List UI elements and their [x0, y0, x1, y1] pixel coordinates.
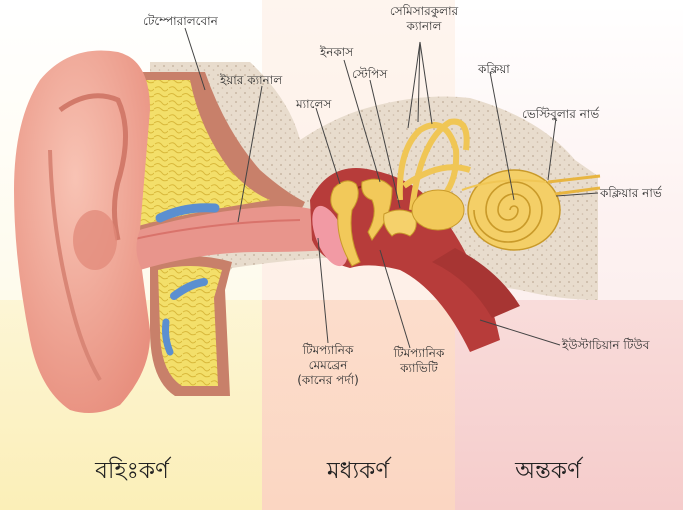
- tympanic-cavity-line-1: টিমপ্যানিক: [376, 346, 462, 361]
- semicircular-line-2: ক্যানাল: [374, 19, 474, 34]
- eustachian-tube-label: ইউস্টাচিয়ান টিউব: [562, 338, 649, 353]
- middle-ear-title: মধ্যকর্ণ: [258, 452, 458, 491]
- temporal-bone-label: টেম্পোরালবোন: [143, 14, 218, 29]
- tympanic-membrane-label: টিমপ্যানিক মেমব্রেন (কানের পর্দা): [280, 343, 376, 388]
- inner-ear-title: অন্তকর্ণ: [448, 452, 648, 491]
- tympanic-cavity-line-2: ক্যাভিটি: [376, 361, 462, 376]
- vestibule: [412, 190, 464, 230]
- malleus-label: ম্যালেস: [296, 97, 331, 112]
- ear-canal-label: ইয়ার ক্যানাল: [220, 73, 282, 88]
- tympanic-membrane-line-2: মেমব্রেন: [280, 358, 376, 373]
- tympanic-membrane-line-1: টিমপ্যানিক: [280, 343, 376, 358]
- tympanic-cavity-label: টিমপ্যানিক ক্যাভিটি: [376, 346, 462, 376]
- cochlear-nerve-label: কক্লিয়ার নার্ভ: [600, 186, 662, 201]
- cochlea: [468, 170, 560, 250]
- semicircular-canal-label: সেমিসারকুলার ক্যানাল: [374, 4, 474, 34]
- tympanic-membrane-line-3: (কানের পর্দা): [280, 373, 376, 388]
- vestibular-nerve-label: ভেস্টিবুলার নার্ভ: [522, 107, 599, 122]
- semicircular-line-1: সেমিসারকুলার: [374, 4, 474, 19]
- incus-label: ইনকাস: [320, 45, 353, 60]
- stapes: [384, 210, 417, 236]
- outer-ear-title: বহিঃকর্ণ: [32, 452, 232, 491]
- stapes-label: স্টেপিস: [352, 67, 387, 82]
- cochlea-label: কক্লিয়া: [478, 62, 510, 77]
